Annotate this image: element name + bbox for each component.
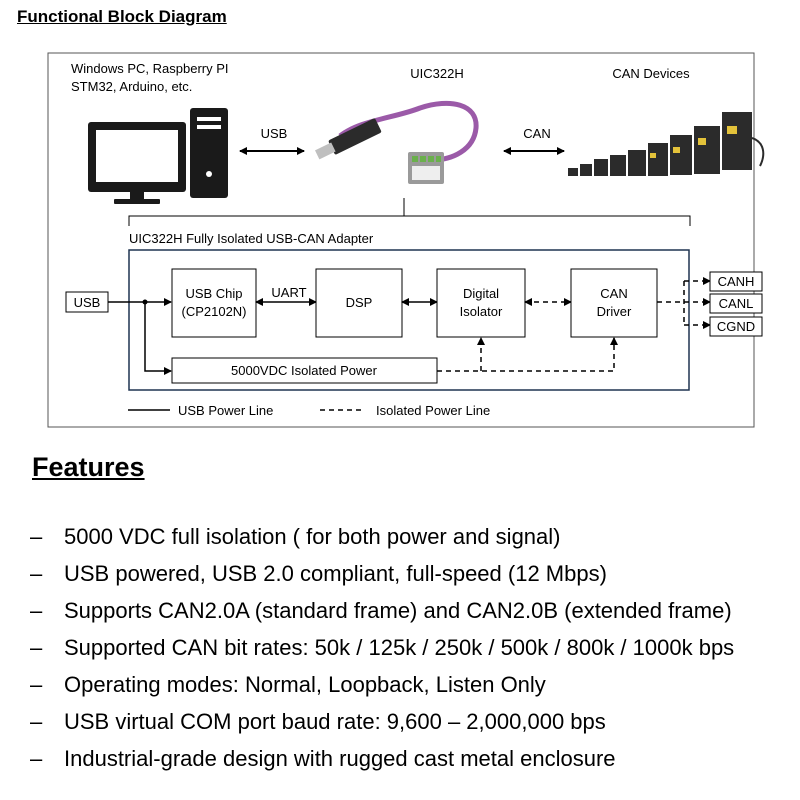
- isolator-line1: Digital: [463, 286, 499, 301]
- usb-chip-block: [171, 268, 257, 338]
- features-list: –5000 VDC full isolation ( for both powe…: [30, 518, 734, 777]
- can-driver-block: [570, 268, 658, 338]
- isolated-power-block: [171, 357, 438, 384]
- isolator-line2: Isolator: [460, 304, 503, 319]
- list-bullet: –: [30, 598, 43, 623]
- usb-chip-line2: (CP2102N): [181, 304, 246, 319]
- can-link-label: CAN: [523, 126, 550, 141]
- list-item: –Industrial-grade design with rugged cas…: [30, 740, 734, 777]
- pc-tower-icon: [190, 108, 228, 198]
- terminal-cgnd-label: CGND: [717, 319, 755, 334]
- uart-label: UART: [271, 285, 306, 300]
- list-item: –Operating modes: Normal, Loopback, List…: [30, 666, 734, 703]
- can-devices-label: CAN Devices: [612, 66, 690, 81]
- usb-to-power-line: [144, 302, 172, 375]
- host-label-line1: Windows PC, Raspberry PI: [71, 61, 229, 76]
- digital-isolator-block: [436, 268, 526, 338]
- list-item: –USB powered, USB 2.0 compliant, full-sp…: [30, 555, 734, 592]
- list-item: –Supports CAN2.0A (standard frame) and C…: [30, 592, 734, 629]
- feature-text: 5000 VDC full isolation ( for both power…: [64, 524, 561, 549]
- can-devices-icon: [568, 112, 765, 176]
- adapter-cable-icon: [315, 100, 479, 184]
- terminal-canl-label: CANL: [719, 296, 754, 311]
- list-bullet: –: [30, 561, 43, 586]
- functional-block-diagram: Windows PC, Raspberry PI STM32, Arduino,…: [47, 52, 765, 428]
- isolated-power-line: [437, 337, 618, 372]
- feature-text: USB virtual COM port baud rate: 9,600 – …: [64, 709, 606, 734]
- legend-usb-power-label: USB Power Line: [178, 403, 273, 418]
- list-item: –Supported CAN bit rates: 50k / 125k / 2…: [30, 629, 734, 666]
- terminal-canh-box: [709, 271, 763, 292]
- adapter-title: UIC322H Fully Isolated USB-CAN Adapter: [129, 231, 374, 246]
- driver-line2: Driver: [597, 304, 632, 319]
- list-item: –USB virtual COM port baud rate: 9,600 –…: [30, 703, 734, 740]
- list-bullet: –: [30, 524, 43, 549]
- feature-text: Supports CAN2.0A (standard frame) and CA…: [64, 598, 732, 623]
- adapter-bracket: [128, 198, 691, 226]
- features-title: Features: [32, 452, 145, 482]
- host-label-line2: STM32, Arduino, etc.: [71, 79, 192, 94]
- feature-text: Operating modes: Normal, Loopback, Liste…: [64, 672, 546, 697]
- power-label: 5000VDC Isolated Power: [231, 363, 378, 378]
- terminal-canl-box: [709, 293, 763, 314]
- section-heading-block-diagram: Functional Block Diagram: [17, 7, 227, 26]
- usb-input-label: USB: [74, 295, 101, 310]
- dsp-block: [315, 268, 403, 338]
- list-bullet: –: [30, 746, 43, 771]
- monitor-icon: [88, 122, 186, 204]
- usb-link-label: USB: [261, 126, 288, 141]
- terminal-cgnd-box: [709, 316, 763, 337]
- device-name-label: UIC322H: [410, 66, 463, 81]
- feature-text: Industrial-grade design with rugged cast…: [64, 746, 616, 771]
- list-bullet: –: [30, 672, 43, 697]
- feature-text: USB powered, USB 2.0 compliant, full-spe…: [64, 561, 607, 586]
- legend-isolated-power-label: Isolated Power Line: [376, 403, 490, 418]
- dsp-label: DSP: [346, 295, 373, 310]
- list-bullet: –: [30, 635, 43, 660]
- list-bullet: –: [30, 709, 43, 734]
- feature-text: Supported CAN bit rates: 50k / 125k / 25…: [64, 635, 735, 660]
- terminal-canh-label: CANH: [718, 274, 755, 289]
- usb-chip-line1: USB Chip: [185, 286, 242, 301]
- driver-line1: CAN: [600, 286, 627, 301]
- list-item: –5000 VDC full isolation ( for both powe…: [30, 518, 734, 555]
